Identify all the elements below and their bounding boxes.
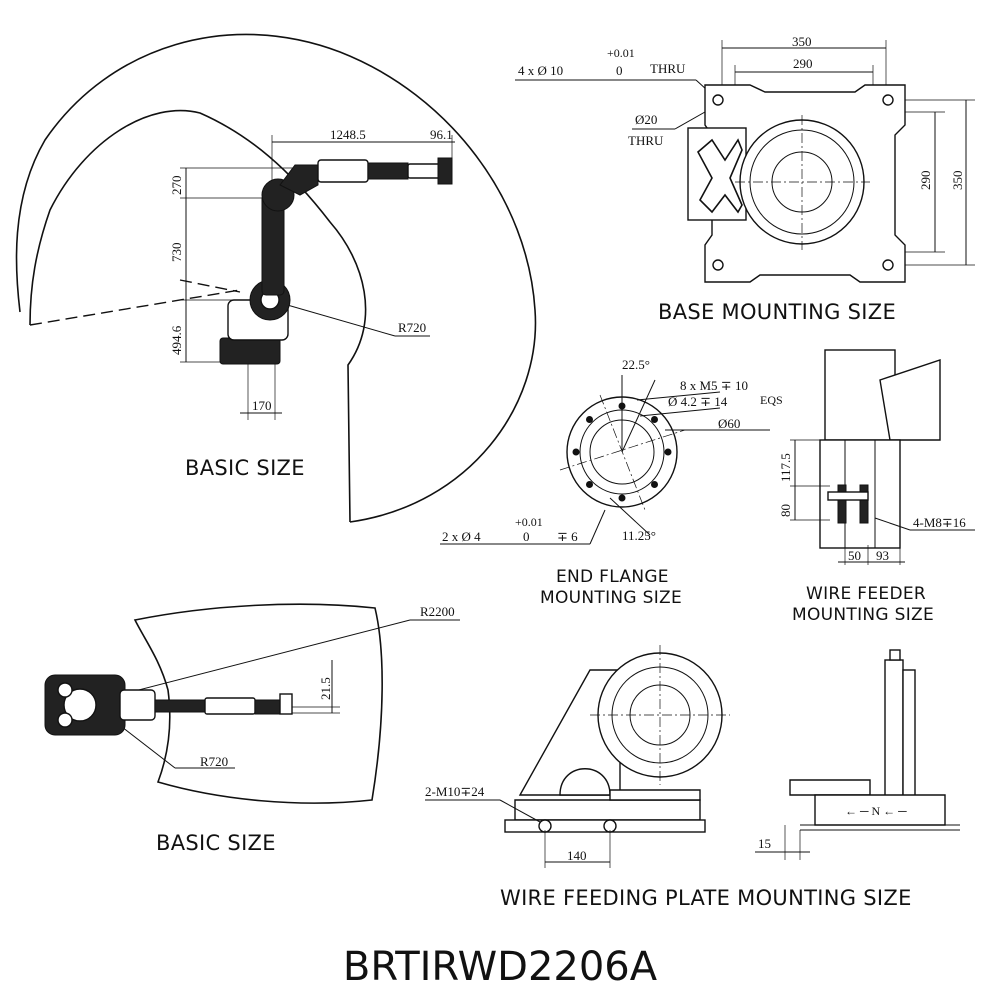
top-robot <box>44 674 293 736</box>
side-envelope-dash-b <box>179 279 241 293</box>
caption-basic-size-top: BASIC SIZE <box>156 831 276 855</box>
feeder-h80: 80 <box>778 504 793 517</box>
side-robot <box>219 157 453 365</box>
dim-96: 96.1 <box>430 127 453 142</box>
dim-290-w: 290 <box>793 56 813 71</box>
flange-pin-depth: ∓ 6 <box>557 529 578 544</box>
model-title: BRTIRWD2206A <box>343 944 658 990</box>
feeder-thread: 4-M8∓16 <box>913 515 966 530</box>
feeder-w93: 93 <box>876 548 889 563</box>
base-bore: Ø20 <box>635 112 657 127</box>
caption-wire-feeder-1: WIRE FEEDER <box>806 584 926 604</box>
top-envelope <box>133 603 383 804</box>
top-view: R2200 21.5 R720 <box>44 603 460 804</box>
base-hole-zero: 0 <box>616 63 623 78</box>
flange-pin-zero: 0 <box>523 529 530 544</box>
side-inner-envelope <box>29 109 367 523</box>
side-outer-envelope <box>15 33 537 523</box>
caption-base-mounting: BASE MOUNTING SIZE <box>658 300 896 324</box>
dim-350-w: 350 <box>792 34 812 49</box>
dim-1248: 1248.5 <box>330 127 366 142</box>
plate-d15: 15 <box>758 836 771 851</box>
caption-wire-feeder-2: MOUNTING SIZE <box>792 605 934 625</box>
side-view: 1248.5 96.1 270 730 494.6 170 R720 <box>15 33 537 523</box>
caption-wire-plate: WIRE FEEDING PLATE MOUNTING SIZE <box>500 886 912 910</box>
caption-end-flange-1: END FLANGE <box>556 567 669 587</box>
wire-feeder-view: 117.5 80 50 93 4-M8∓16 <box>778 349 975 565</box>
dim-r2200: R2200 <box>420 604 455 619</box>
dim-270: 270 <box>169 176 184 196</box>
wire-plate-view: 2-M10∓24 140 ← ─ N ← ─ 15 <box>425 645 960 868</box>
dim-21: 21.5 <box>318 677 333 700</box>
feeder-w50: 50 <box>848 548 861 563</box>
dim-r720-top: R720 <box>200 754 228 769</box>
dim-350-h: 350 <box>950 171 965 191</box>
flange-pin-spec: 2 x Ø 4 <box>442 529 481 544</box>
caption-basic-size-side: BASIC SIZE <box>185 456 305 480</box>
flange-angle-22: 22.5° <box>622 357 650 372</box>
flange-pin-tol: +0.01 <box>515 515 543 529</box>
base-mounting-view: 350 290 290 350 +0.01 4 x Ø 10 0 THRU Ø2… <box>515 34 975 283</box>
flange-eqs: EQS <box>760 393 783 407</box>
base-thru-2: THRU <box>628 133 664 148</box>
base-thru-1: THRU <box>650 61 686 76</box>
dim-290-h: 290 <box>918 171 933 191</box>
feeder-h117: 117.5 <box>778 453 793 482</box>
flange-drill: Ø 4.2 ∓ 14 <box>668 394 728 409</box>
flange-screw: 8 x M5 ∓ 10 <box>680 378 748 393</box>
flange-pcd: Ø60 <box>718 416 740 431</box>
plate-w140: 140 <box>567 848 587 863</box>
side-envelope-dash <box>29 289 241 326</box>
base-hole-spec: 4 x Ø 10 <box>518 63 563 78</box>
svg-text:← ─ N ← ─: ← ─ N ← ─ <box>845 804 907 818</box>
base-hole-tol: +0.01 <box>607 46 635 60</box>
caption-end-flange-2: MOUNTING SIZE <box>540 588 682 608</box>
dim-494: 494.6 <box>169 325 184 355</box>
flange-angle-11: 11.25° <box>622 528 656 543</box>
end-flange-view: 22.5° 8 x M5 ∓ 10 Ø 4.2 ∓ 14 EQS Ø60 +0.… <box>440 357 783 545</box>
dim-r720-side: R720 <box>398 320 426 335</box>
plate-thread: 2-M10∓24 <box>425 784 485 799</box>
dim-730: 730 <box>169 243 184 263</box>
dim-170: 170 <box>252 398 272 413</box>
